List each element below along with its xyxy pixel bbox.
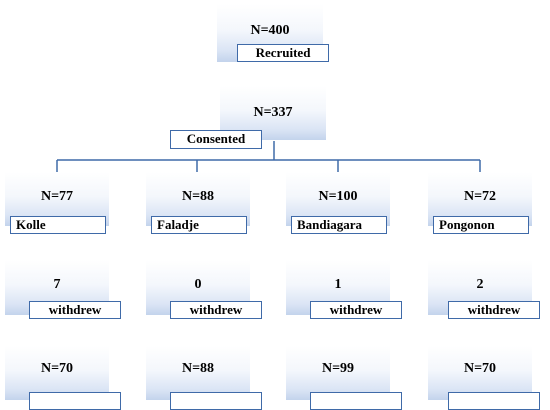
site-count: N=77 (40, 189, 74, 204)
recruited-label: Recruited (237, 44, 329, 62)
site-count: N=100 (318, 189, 358, 204)
consented-label: Consented (170, 130, 262, 149)
withdrew-label: withdrew (29, 301, 121, 319)
final-label (310, 392, 402, 410)
final-count: N=99 (321, 361, 355, 376)
recruited-count: N=400 (250, 23, 290, 38)
site-name-label: Pongonon (433, 216, 529, 234)
withdrew-label: withdrew (310, 301, 402, 319)
final-count: N=70 (40, 361, 74, 376)
withdrew-count: 1 (334, 277, 342, 292)
final-node-faladje: N=88 (146, 346, 250, 400)
final-count: N=88 (181, 361, 215, 376)
consented-count: N=337 (253, 105, 293, 120)
withdrew-label: withdrew (448, 301, 540, 319)
site-count: N=72 (463, 189, 497, 204)
withdrew-count: 2 (476, 277, 484, 292)
site-name-label: Faladje (151, 216, 247, 234)
final-node-bandiagara: N=99 (286, 346, 390, 400)
final-count: N=70 (463, 361, 497, 376)
site-name-label: Kolle (10, 216, 106, 234)
site-name-label: Bandiagara (291, 216, 387, 234)
final-label (170, 392, 262, 410)
withdrew-label: withdrew (170, 301, 262, 319)
withdrew-count: 0 (194, 277, 202, 292)
final-node-pongonon: N=70 (428, 346, 532, 400)
final-label (448, 392, 540, 410)
final-node-kolle: N=70 (5, 346, 109, 400)
withdrew-count: 7 (53, 277, 61, 292)
site-count: N=88 (181, 189, 215, 204)
final-label (29, 392, 121, 410)
